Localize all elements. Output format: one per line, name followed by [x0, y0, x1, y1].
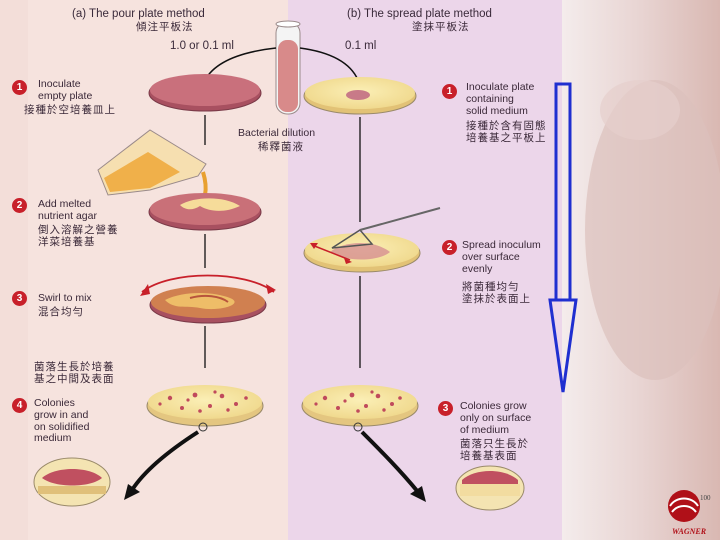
- face-highlight: [600, 80, 680, 140]
- dilution-label: Bacterial dilution: [238, 127, 316, 139]
- test-tube: [275, 20, 301, 115]
- spread-step-2-zh: 將菌種均勻 塗抹於表面上: [462, 281, 531, 305]
- pour-step-1-zh: 接種於空培養皿上: [24, 104, 116, 116]
- pour-step-2-zh: 倒入溶解之營養 洋菜培養基: [38, 224, 119, 248]
- pour-step-1-label: Inoculate empty plate: [38, 78, 93, 102]
- blue-down-arrow: [548, 82, 578, 393]
- logo-name: WAGNER: [672, 527, 707, 536]
- spread-step-1-zh: 接種於含有固態 培養基之平板上: [466, 120, 547, 144]
- spread-step-3-zh: 菌落只生長於 培養基表面: [460, 438, 529, 462]
- pour-step-2-label: Add melted nutrient agar: [38, 198, 97, 222]
- logo-number: 100: [700, 494, 711, 502]
- spread-zoom-arrow: [360, 430, 420, 494]
- pour-header: (a) The pour plate method: [72, 8, 205, 20]
- arrow-to-spread-plate: [299, 47, 359, 81]
- pour-plate-3: [140, 274, 276, 324]
- pour-step-1-badge: 1: [12, 80, 27, 95]
- pour-plate-4: [146, 385, 264, 432]
- spread-step-3-label: Colonies grow only on surface of medium: [460, 400, 532, 436]
- dilution-label-zh: 稀釋菌液: [258, 141, 304, 153]
- pour-step-4-badge: 4: [12, 398, 27, 413]
- spread-plate-1: [303, 77, 417, 115]
- spread-step-1-badge: 1: [442, 84, 457, 99]
- pour-step-3-zh: 混合均勻: [38, 306, 84, 318]
- spread-step-1-label: Inoculate plate containing solid medium: [466, 81, 535, 117]
- spread-header-zh: 塗抹平板法: [412, 21, 470, 33]
- nutrient-agar-flask: [97, 129, 208, 196]
- pour-step-3-badge: 3: [12, 291, 27, 306]
- spread-plate-2: [303, 207, 441, 273]
- wagner-logo: [668, 490, 700, 522]
- pour-zoom-cross-section: [33, 457, 111, 507]
- pour-step-4-zh: 菌落生長於培養 基之中間及表面: [34, 361, 115, 385]
- pour-plate-2: [148, 193, 262, 231]
- pour-zoom-arrow: [130, 430, 200, 492]
- spread-zoom-arrow-head: [410, 486, 426, 502]
- spread-zoom-cross-section: [455, 465, 525, 511]
- pour-step-4-label: Colonies grow in and on solidified mediu…: [34, 397, 90, 445]
- pour-plate-1: [148, 74, 262, 112]
- pour-zoom-arrow-head: [124, 484, 140, 500]
- spread-step-3-badge: 3: [438, 401, 453, 416]
- pour-amount: 1.0 or 0.1 ml: [170, 40, 234, 52]
- spread-amount: 0.1 ml: [345, 40, 377, 52]
- spread-step-2-label: Spread inoculum over surface evenly: [462, 239, 541, 275]
- pour-step-3-label: Swirl to mix: [38, 292, 92, 304]
- spread-step-2-badge: 2: [442, 240, 457, 255]
- pour-step-2-badge: 2: [12, 198, 27, 213]
- spread-plate-3: [301, 385, 419, 432]
- face-shape: [585, 80, 720, 380]
- spread-header: (b) The spread plate method: [347, 8, 492, 20]
- pour-header-zh: 傾注平板法: [136, 21, 194, 33]
